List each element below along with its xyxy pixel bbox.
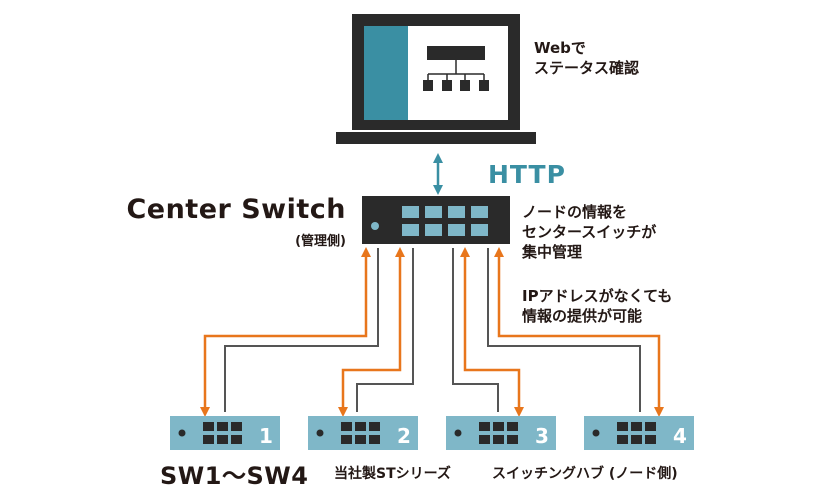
http-label: HTTP <box>488 160 566 189</box>
center-switch-role: (管理側) <box>295 234 346 249</box>
note-line-2: センタースイッチが <box>522 223 657 241</box>
note2-line-1: IPアドレスがなくても <box>522 287 673 305</box>
node-switch-2 <box>308 416 418 450</box>
center-switch-icon <box>362 196 510 244</box>
central-management-note: ノードの情報を センタースイッチが 集中管理 <box>522 202 656 262</box>
cables <box>224 248 641 412</box>
center-switch-label: Center Switch <box>126 194 346 225</box>
switch-number-1: 1 <box>259 424 273 448</box>
node-switch-4 <box>584 416 694 450</box>
switch-number-2: 2 <box>397 424 411 448</box>
pc-caption-line-1: Webで <box>534 39 586 57</box>
node-switches-label: SW1〜SW4 <box>160 462 309 490</box>
node-switches-series: 当社製STシリーズ <box>334 466 451 482</box>
switch-number-3: 3 <box>535 424 549 448</box>
note2-line-2: 情報の提供が可能 <box>522 307 643 325</box>
node-switch-1 <box>170 416 280 450</box>
data-flow-arrows <box>200 247 664 417</box>
note-line-1: ノードの情報を <box>522 203 628 221</box>
node-switches-type: スイッチングハブ (ノード側) <box>492 466 678 482</box>
no-ip-note: IPアドレスがなくても 情報の提供が可能 <box>522 286 672 326</box>
node-switch-3 <box>446 416 556 450</box>
switch-number-4: 4 <box>673 424 687 448</box>
pc-caption-line-2: ステータス確認 <box>534 59 640 77</box>
note-line-3: 集中管理 <box>522 243 583 261</box>
laptop-icon <box>336 14 536 144</box>
pc-caption: Webで ステータス確認 <box>534 38 639 78</box>
